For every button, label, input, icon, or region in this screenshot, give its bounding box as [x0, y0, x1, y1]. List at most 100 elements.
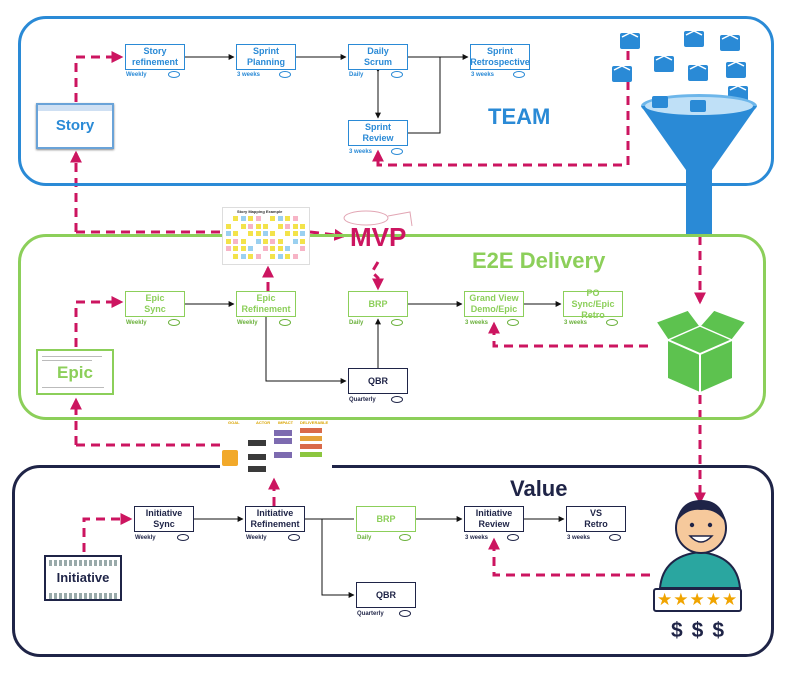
story-to-refinement-flow: [74, 51, 124, 102]
po-sync-retro-node[interactable]: PO Sync/Epic Retro: [563, 288, 623, 320]
sticky-note: [233, 231, 239, 236]
value-brp-node[interactable]: BRP: [356, 506, 416, 532]
story-refinement-node[interactable]: Story refinement: [125, 44, 185, 70]
sprint-planning-node[interactable]: Sprint Planning: [236, 44, 296, 70]
initiative-sync-node[interactable]: Initiative Sync: [134, 506, 194, 532]
sticky-note: [263, 246, 268, 251]
sticky-note: [277, 223, 283, 229]
chat-bubble-icon: [177, 534, 189, 541]
team-lane: [18, 16, 774, 186]
sticky-note: [285, 216, 291, 221]
sticky-note: [292, 238, 298, 244]
sticky-note: [263, 238, 268, 244]
chat-bubble-icon: [391, 319, 403, 326]
sticky-note: [292, 231, 298, 236]
initiative-label: Initiative: [56, 570, 110, 585]
initiative-sync-cadence: Weekly: [135, 535, 156, 541]
team-lane-title: TEAM: [488, 104, 551, 129]
impact-map-thumbnail[interactable]: GOAL ACTOR IMPACT DELIVERABLE: [220, 420, 332, 476]
epic-refinement-node[interactable]: Epic Refinement: [236, 291, 296, 317]
sticky-note: [270, 253, 276, 259]
sticky-note: [285, 253, 291, 259]
sticky-note: [292, 223, 298, 229]
sticky-note: [240, 223, 246, 229]
grand-view-demo-node[interactable]: Grand View Demo/Epic: [464, 291, 524, 317]
impact-map-impact-header: IMPACT: [278, 420, 294, 425]
epic-refinement-cadence: Weekly: [237, 320, 258, 326]
sticky-note: [226, 223, 231, 229]
sticky-note: [300, 238, 305, 244]
initiative-refinement-cadence: Weekly: [246, 535, 267, 541]
sticky-note: [277, 238, 283, 244]
dollar-icon: $$$: [671, 619, 734, 642]
sprint-review-node[interactable]: Sprint Review: [348, 120, 408, 146]
customer-to-initiative-review-flow: [488, 537, 650, 577]
brp-cadence: Daily: [349, 320, 364, 326]
story-label: Story: [55, 117, 95, 134]
sticky-note: [255, 223, 261, 229]
impact-map-goal-header: GOAL: [228, 420, 240, 425]
sprint-review-cadence: 3 weeks: [349, 149, 373, 155]
sticky-note: [233, 238, 239, 244]
value-brp-cadence: Daily: [357, 535, 372, 541]
sticky-note: [233, 246, 239, 251]
story-mapping-title: Story Mapping Example: [237, 209, 283, 214]
story-card[interactable]: Story: [36, 103, 114, 149]
chat-bubble-icon: [609, 534, 621, 541]
sticky-note: [240, 246, 246, 251]
process-line: [408, 57, 441, 134]
story-mapping-thumbnail[interactable]: Story Mapping Example: [222, 207, 310, 265]
chat-bubble-icon: [168, 319, 180, 326]
epic-sync-node[interactable]: Epic Sync: [125, 291, 185, 317]
sticky-note: [248, 246, 254, 251]
mvp-to-brp-flow: [370, 261, 384, 291]
box-to-grand-view-flow: [488, 321, 648, 348]
sticky-note: [277, 253, 283, 259]
chat-bubble-icon: [279, 319, 291, 326]
sticky-note: [248, 223, 254, 229]
sticky-note: [240, 216, 246, 221]
sticky-notes: [226, 216, 308, 262]
chat-bubble-icon: [391, 148, 403, 155]
sticky-note: [292, 253, 298, 259]
epic-sync-cadence: Weekly: [126, 320, 147, 326]
initiative-refinement-node[interactable]: Initiative Refinement: [245, 506, 305, 532]
mvp-label: MVP: [350, 222, 407, 252]
sticky-note: [263, 223, 268, 229]
sprint-retrospective-node[interactable]: Sprint Retrospective: [470, 44, 530, 70]
epic-card-to-epic-sync-flow: [74, 296, 124, 347]
funnel-to-sprint-review-flow: [372, 36, 630, 167]
star-rating-icon: ★★★★★: [653, 588, 743, 612]
grand-view-demo-cadence: 3 weeks: [465, 320, 489, 326]
sticky-note: [270, 238, 276, 244]
story-refinement-cadence: Weekly: [126, 72, 147, 78]
sticky-note: [277, 246, 283, 251]
sticky-note: [270, 216, 276, 221]
sticky-note: [300, 246, 305, 251]
epic-label: Epic: [57, 363, 93, 382]
e2e-qbr-node[interactable]: QBR: [348, 368, 408, 394]
chat-bubble-icon: [513, 71, 525, 78]
chat-bubble-icon: [399, 610, 411, 617]
sticky-note: [248, 253, 254, 259]
epic-card[interactable]: Epic: [36, 349, 114, 395]
initiative-review-cadence: 3 weeks: [465, 535, 489, 541]
brp-node[interactable]: BRP: [348, 291, 408, 317]
po-sync-retro-cadence: 3 weeks: [564, 320, 588, 326]
sticky-note: [255, 253, 261, 259]
sticky-note: [292, 216, 298, 221]
sticky-note: [277, 216, 283, 221]
chat-bubble-icon: [606, 319, 618, 326]
sticky-note: [240, 253, 246, 259]
sticky-note: [300, 231, 305, 236]
mvp-sketch-icon: [343, 210, 413, 227]
daily-scrum-node[interactable]: Daily Scrum: [348, 44, 408, 70]
chat-bubble-icon: [507, 534, 519, 541]
sticky-note: [285, 246, 291, 251]
initiative-review-node[interactable]: Initiative Review: [464, 506, 524, 532]
value-qbr-node[interactable]: QBR: [356, 582, 416, 608]
initiative-card[interactable]: Initiative: [44, 555, 122, 601]
vs-retro-node[interactable]: VS Retro: [566, 506, 626, 532]
sticky-note: [300, 223, 305, 229]
sticky-note: [270, 246, 276, 251]
